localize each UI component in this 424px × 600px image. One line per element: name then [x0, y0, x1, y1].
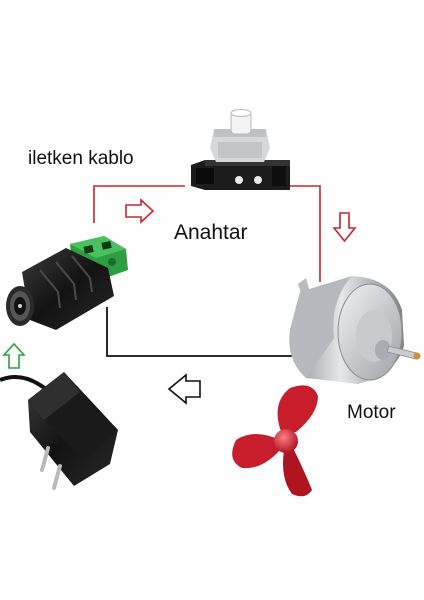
red-wire-left	[93, 185, 185, 223]
arrow-left-black-icon	[167, 373, 201, 405]
propeller-icon	[232, 385, 318, 497]
cable-label: iletken kablo	[28, 148, 134, 169]
arrow-up-green-icon	[2, 342, 26, 369]
switch-label: Anahtar	[174, 221, 248, 244]
red-wire-right	[290, 185, 321, 282]
arrow-right-red-icon	[125, 198, 155, 224]
dc-motor-icon	[289, 276, 421, 384]
push-button-switch-icon	[191, 109, 290, 190]
black-wire	[106, 307, 292, 357]
motor-label: Motor	[347, 402, 396, 423]
power-adapter-icon	[0, 372, 118, 490]
dc-barrel-jack-connector-icon	[6, 236, 128, 330]
arrow-down-red-icon	[332, 212, 357, 243]
